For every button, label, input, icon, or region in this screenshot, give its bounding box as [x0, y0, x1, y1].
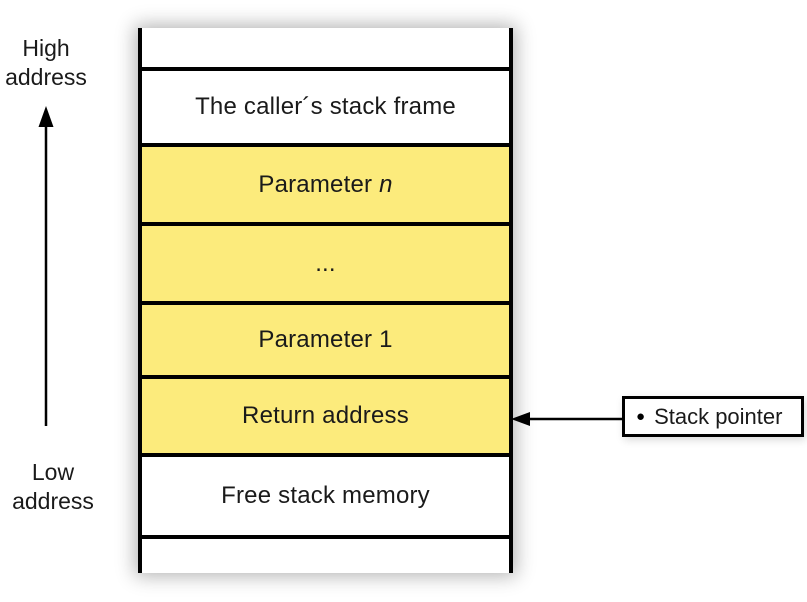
stack-column: The caller´s stack frame Parameter n ...…: [138, 28, 513, 573]
stack-section-free-memory: Free stack memory: [142, 453, 509, 535]
stack-section-label: Parameter n: [258, 170, 393, 198]
stack-pointer-label: Stack pointer: [654, 403, 783, 429]
stack-section-return-address: Return address: [142, 375, 509, 453]
high-address-line1: High: [22, 35, 70, 61]
stack-open-bottom: [142, 535, 509, 573]
left-arrow-icon: [511, 412, 624, 426]
high-address-label: High address: [0, 34, 92, 92]
low-address-label: Low address: [6, 458, 100, 516]
bullet-dot-icon: ●: [636, 408, 646, 425]
stack-section-label: Free stack memory: [221, 482, 430, 509]
low-address-line1: Low: [31, 459, 75, 485]
high-address-line2: address: [5, 64, 87, 90]
stack-section-label: The caller´s stack frame: [195, 93, 456, 120]
stack-section-parameter-1: Parameter 1: [142, 301, 509, 375]
stack-section-callers-frame: The caller´s stack frame: [142, 67, 509, 143]
stack-section-parameter-n: Parameter n: [142, 143, 509, 222]
stack-open-top: [142, 28, 509, 67]
stack-section-label: Parameter 1: [258, 326, 393, 353]
up-arrow-icon: [38, 106, 54, 426]
stack-section-label: ...: [315, 249, 336, 277]
low-address-line2: address: [12, 488, 94, 514]
stack-section-label: Return address: [242, 402, 409, 429]
stack-section-ellipsis: ...: [142, 222, 509, 301]
stack-pointer-box: ● Stack pointer: [622, 396, 804, 437]
